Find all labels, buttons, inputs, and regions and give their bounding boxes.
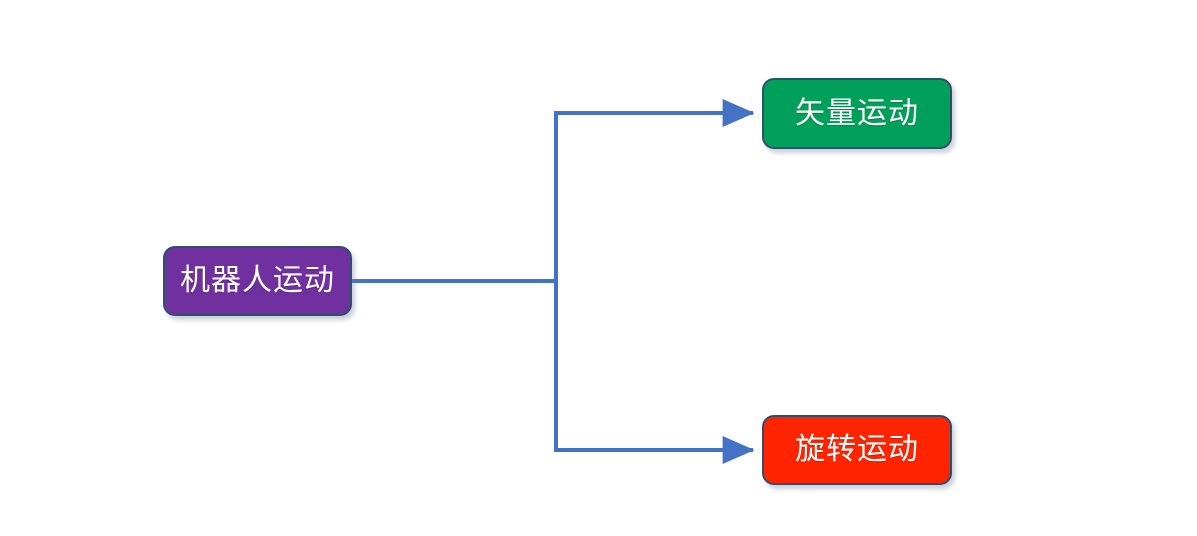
connector-root-to-rotation[interactable] — [554, 281, 755, 464]
node-vector-motion[interactable]: 矢量运动 — [762, 78, 952, 149]
connector-root-to-vector[interactable] — [554, 99, 755, 281]
node-robot-motion-label: 机器人运动 — [180, 263, 335, 298]
node-rotation-motion-label: 旋转运动 — [795, 432, 919, 467]
node-robot-motion[interactable]: 机器人运动 — [163, 246, 352, 316]
node-vector-motion-label: 矢量运动 — [795, 95, 919, 131]
node-rotation-motion[interactable]: 旋转运动 — [762, 415, 952, 485]
